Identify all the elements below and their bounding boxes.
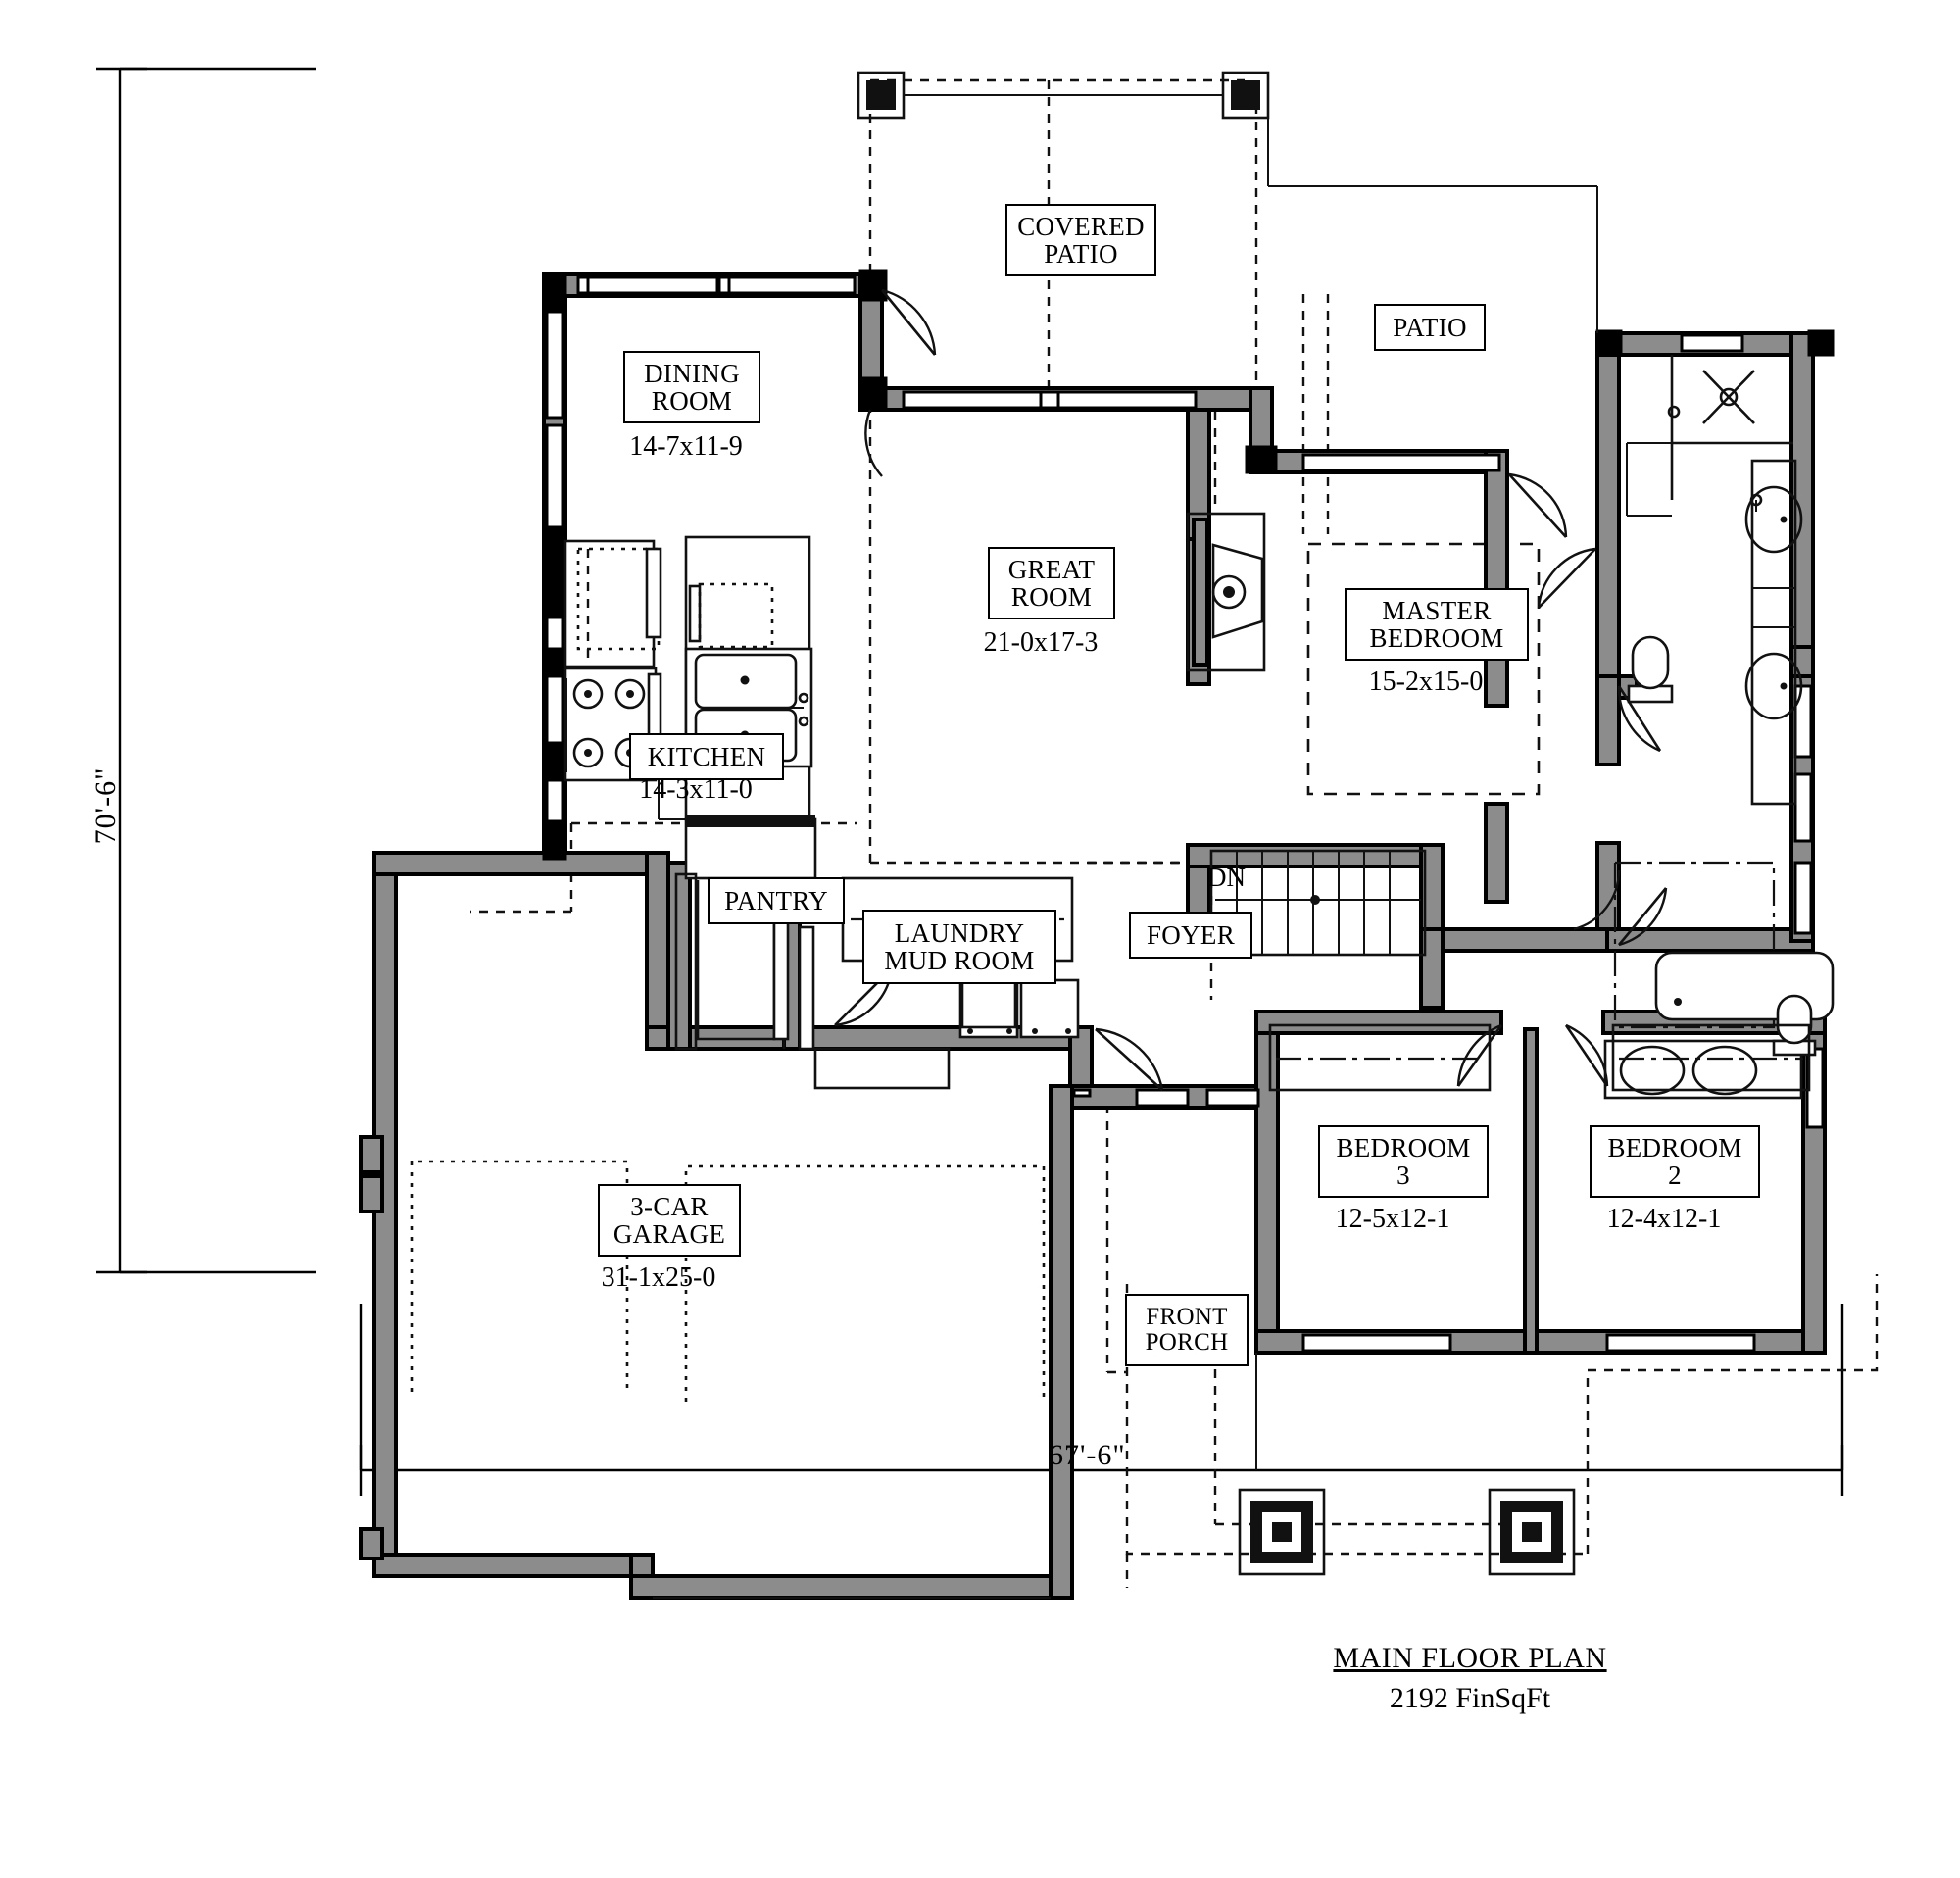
hall-bath-fixtures <box>1603 951 1835 1100</box>
room-dims-bedroom-3: 12-5x12-1 <box>1335 1204 1450 1234</box>
label-line-1: DINING <box>644 358 740 388</box>
label-line-2: GARAGE <box>612 1219 726 1249</box>
label-line-1: PATIO <box>1393 312 1467 342</box>
room-dims-garage: 31-1x25-0 <box>601 1262 716 1293</box>
label-line-1: 3-CAR <box>630 1191 709 1221</box>
drawing-title: MAIN FLOOR PLAN <box>1333 1642 1607 1674</box>
room-label-front-porch: FRONT PORCH <box>1125 1294 1249 1366</box>
fireplace <box>1186 512 1266 672</box>
stairs-direction-label: DN <box>1207 863 1246 892</box>
label-line-2: 3 <box>1396 1161 1410 1190</box>
drawing-area: 2192 FinSqFt <box>1389 1681 1551 1714</box>
room-label-garage: 3-CAR GARAGE <box>598 1184 741 1257</box>
room-dims-great-room: 21-0x17-3 <box>983 627 1099 658</box>
room-label-pantry: PANTRY <box>708 877 845 924</box>
pantry-shelves <box>674 872 815 1051</box>
room-label-bedroom-2: BEDROOM 2 <box>1590 1125 1760 1198</box>
label-line-1: LAUNDRY <box>894 917 1025 948</box>
room-label-foyer: FOYER <box>1129 912 1252 959</box>
label-line-1: FRONT <box>1146 1304 1228 1330</box>
overall-width-dimension: 67'-6" <box>1049 1439 1126 1471</box>
label-line-2: 2 <box>1668 1161 1682 1190</box>
label-line-2: ROOM <box>651 386 733 416</box>
room-label-patio: PATIO <box>1374 304 1486 351</box>
kitchen-fixtures <box>564 535 817 880</box>
room-label-great-room: GREAT ROOM <box>988 547 1115 619</box>
label-line-1: BEDROOM <box>1607 1132 1742 1162</box>
room-label-master-bedroom: MASTER BEDROOM <box>1345 588 1529 661</box>
label-line-1: MASTER <box>1382 595 1492 625</box>
room-dims-bedroom-2: 12-4x12-1 <box>1606 1204 1722 1234</box>
drawing-title-block: MAIN FLOOR PLAN 2192 FinSqFt <box>1333 1639 1606 1718</box>
label-line-1: KITCHEN <box>647 741 766 771</box>
label-line-1: FOYER <box>1146 919 1235 950</box>
room-label-covered-patio: COVERED PATIO <box>1005 204 1156 276</box>
wall-end-caps <box>542 269 1835 861</box>
label-line-1: PANTRY <box>724 885 828 915</box>
windows <box>545 275 1825 1353</box>
bedroom-closets <box>1268 1023 1811 1092</box>
room-label-dining-room: DINING ROOM <box>623 351 760 423</box>
label-line-1: GREAT <box>1007 554 1096 584</box>
room-label-bedroom-3: BEDROOM 3 <box>1318 1125 1489 1198</box>
label-line-2: MUD ROOM <box>884 946 1035 975</box>
label-line-2: ROOM <box>1010 582 1093 612</box>
label-line-2: PORCH <box>1145 1329 1229 1356</box>
label-line-2: PATIO <box>1044 239 1118 269</box>
covered-patio-posts <box>857 71 1598 333</box>
room-dims-dining-room: 14-7x11-9 <box>629 431 743 462</box>
label-line-2: BEDROOM <box>1369 623 1504 653</box>
dimension-lines <box>96 67 1844 1496</box>
stairs-down <box>1209 849 1427 957</box>
room-dims-kitchen: 14-3x11-0 <box>639 774 753 805</box>
overall-depth-dimension: 70'-6" <box>89 766 122 845</box>
room-dims-master-bedroom: 15-2x15-0 <box>1368 667 1484 697</box>
label-line-1: COVERED <box>1017 211 1145 241</box>
exterior-and-interior-walls <box>359 272 1827 1600</box>
room-label-kitchen: KITCHEN <box>629 733 784 780</box>
room-label-laundry-mud-room: LAUNDRY MUD ROOM <box>862 910 1056 984</box>
label-line-1: BEDROOM <box>1336 1132 1471 1162</box>
master-closet <box>1613 861 1776 1029</box>
garage-and-porch <box>653 1353 1576 1599</box>
master-bath-fixtures <box>1626 355 1803 806</box>
